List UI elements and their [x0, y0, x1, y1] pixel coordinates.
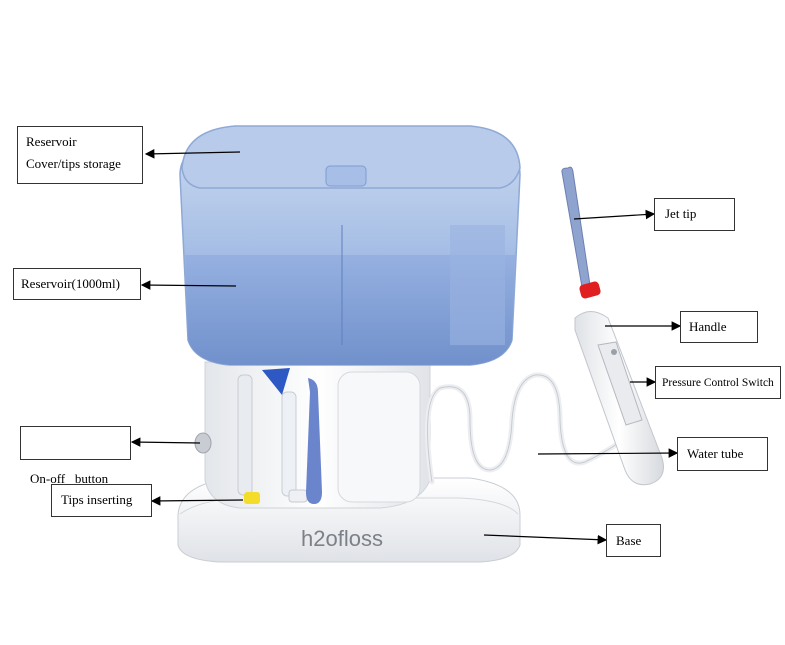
label-pressure-control-switch: Pressure Control Switch: [655, 366, 781, 399]
label-water-tube: Water tube: [677, 437, 768, 471]
label-on-off-button-text: On-off button: [30, 471, 109, 486]
reservoir-lid: [181, 125, 521, 189]
label-reservoir-cover-line1: Reservoir: [26, 134, 77, 149]
jet-tip-nozzle: [561, 166, 601, 299]
water-tube-coils: [425, 372, 628, 485]
brand-logo: h2ofloss: [301, 526, 383, 551]
label-reservoir: Reservoir(1000ml): [13, 268, 141, 300]
label-base-text: Base: [616, 533, 642, 548]
label-jet-tip: Jet tip: [654, 198, 735, 231]
label-handle-text: Handle: [689, 319, 727, 334]
inserted-tips: [237, 368, 322, 504]
label-on-off-button: On-off button: [20, 426, 131, 486]
handle: [574, 311, 664, 486]
label-water-tube-text: Water tube: [687, 446, 744, 461]
label-tips-inserting: Tips inserting: [51, 484, 152, 517]
label-tips-inserting-text: Tips inserting: [61, 492, 133, 507]
label-reservoir-text: Reservoir(1000ml): [21, 276, 120, 291]
label-handle: Handle: [680, 311, 758, 343]
label-jet-tip-text: Jet tip: [665, 206, 697, 221]
label-reservoir-cover-line2: Cover/tips storage: [26, 156, 121, 171]
label-pressure-control-switch-text: Pressure Control Switch: [662, 377, 774, 389]
reservoir-tank: [179, 144, 521, 366]
label-base: Base: [606, 524, 661, 557]
label-reservoir-cover: Reservoir Cover/tips storage: [17, 126, 143, 184]
callout-arrows: [130, 149, 682, 545]
